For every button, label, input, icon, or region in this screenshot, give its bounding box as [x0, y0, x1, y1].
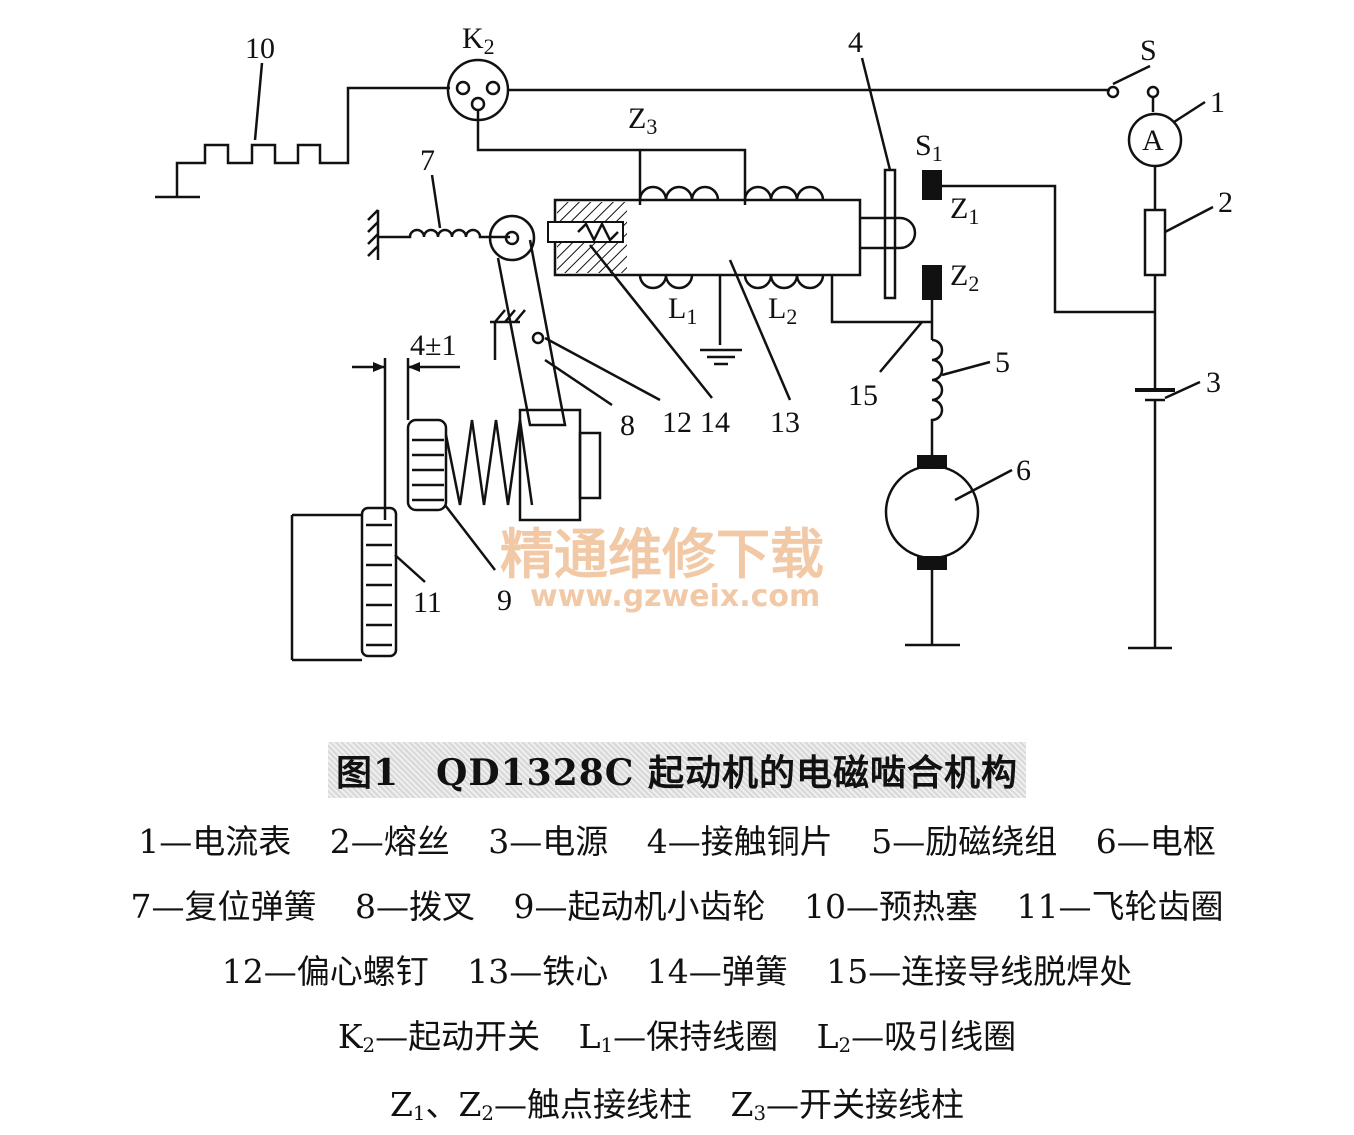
legend-item: 10—预热塞 — [804, 887, 978, 926]
label-gap: 4±1 — [410, 329, 456, 362]
legend-item: 6—电枢 — [1095, 822, 1216, 861]
legend-item: 7—复位弹簧 — [130, 887, 317, 926]
label-z2: Z2 — [950, 259, 979, 296]
shift-fork-8 — [488, 214, 567, 427]
solenoid — [547, 185, 917, 290]
legend-item: 15—连接导线脱焊处 — [826, 952, 1133, 991]
armature-6 — [884, 464, 980, 560]
watermark-text: 精通维修下载 — [500, 523, 824, 586]
label-5: 5 — [995, 346, 1010, 379]
legend-item: 14—弹簧 — [646, 952, 788, 991]
label-12: 12 — [662, 406, 692, 439]
legend-row-3: 12—偏心螺钉 13—铁心 14—弹簧 15—连接导线脱焊处 — [0, 945, 1354, 993]
legend-item: 11—飞轮齿圈 — [1016, 887, 1224, 926]
label-1: 1 — [1210, 86, 1225, 119]
label-11: 11 — [413, 586, 442, 619]
coil-bottom — [638, 274, 825, 290]
label-15: 15 — [848, 379, 878, 412]
label-3: 3 — [1206, 366, 1221, 399]
label-z1: Z1 — [950, 192, 979, 229]
starter-circuit-diagram: 10 K2 S A 1 2 3 Z3 — [155, 22, 1233, 662]
figure-title: 图1 QD1328C 起动机的电磁啮合机构 — [327, 742, 1026, 798]
legend-item: 12—偏心螺钉 — [221, 952, 429, 991]
label-7: 7 — [420, 144, 435, 177]
legend-item: 13—铁心 — [467, 952, 609, 991]
pinion-9 — [406, 408, 602, 522]
field-winding-5 — [930, 338, 944, 455]
label-s1: S1 — [915, 129, 943, 166]
label-l2: L2 — [768, 292, 797, 329]
legend-item: 2—熔丝 — [329, 822, 450, 861]
legend-row-2: 7—复位弹簧 8—拨叉 9—起动机小齿轮 10—预热塞 11—飞轮齿圈 — [0, 880, 1354, 928]
label-14: 14 — [700, 406, 730, 439]
legend-row-4: K2—起动开关 L1—保持线圈 L2—吸引线圈 — [0, 1010, 1354, 1058]
legend-item-l2: L2—吸引线圈 — [816, 1017, 1017, 1057]
glow-plug-symbol — [155, 62, 450, 199]
label-z3: Z3 — [628, 102, 657, 139]
switch-contact — [1106, 85, 1120, 99]
label-13: 13 — [770, 406, 800, 439]
label-9: 9 — [497, 584, 512, 617]
legend-item-z3: Z3—开关接线柱 — [730, 1085, 965, 1125]
legend-item: 3—电源 — [488, 822, 609, 861]
return-spring-7 — [378, 228, 510, 239]
spring-14 — [577, 221, 619, 243]
coil-top — [638, 185, 825, 201]
switch-s — [1112, 64, 1151, 86]
legend-item-k2: K2—起动开关 — [337, 1017, 541, 1057]
legend-item-z12: Z1、Z2—触点接线柱 — [389, 1085, 693, 1125]
label-6: 6 — [1016, 454, 1031, 487]
label-s: S — [1140, 34, 1157, 67]
legend-item: 4—接触铜片 — [646, 822, 833, 861]
label-l1: L1 — [668, 292, 697, 329]
legend-item: 1—电流表 — [138, 822, 292, 861]
label-2: 2 — [1218, 186, 1233, 219]
figure-caption: 图1 QD1328C 起动机的电磁啮合机构 — [0, 742, 1354, 798]
legend-row-1: 1—电流表 2—熔丝 3—电源 4—接触铜片 5—励磁绕组 6—电枢 — [0, 815, 1354, 863]
legend-row-5: Z1、Z2—触点接线柱 Z3—开关接线柱 — [0, 1078, 1354, 1126]
contact-plate-4 — [883, 168, 897, 300]
label-4: 4 — [848, 26, 863, 59]
contact-z1 — [922, 170, 942, 200]
fuse-icon — [1143, 208, 1167, 277]
ammeter-letter: A — [1142, 124, 1164, 157]
legend-item: 9—起动机小齿轮 — [513, 887, 766, 926]
label-k2: K2 — [462, 22, 495, 59]
label-10: 10 — [245, 32, 275, 65]
contact-z2 — [922, 265, 942, 300]
legend-item: 8—拨叉 — [355, 887, 475, 926]
legend-item-l1: L1—保持线圈 — [578, 1017, 779, 1057]
label-8: 8 — [620, 409, 635, 442]
legend-item: 5—励磁绕组 — [871, 822, 1058, 861]
watermark-url: www.gzweix.com — [530, 579, 820, 614]
flywheel-ring-11 — [290, 506, 398, 662]
